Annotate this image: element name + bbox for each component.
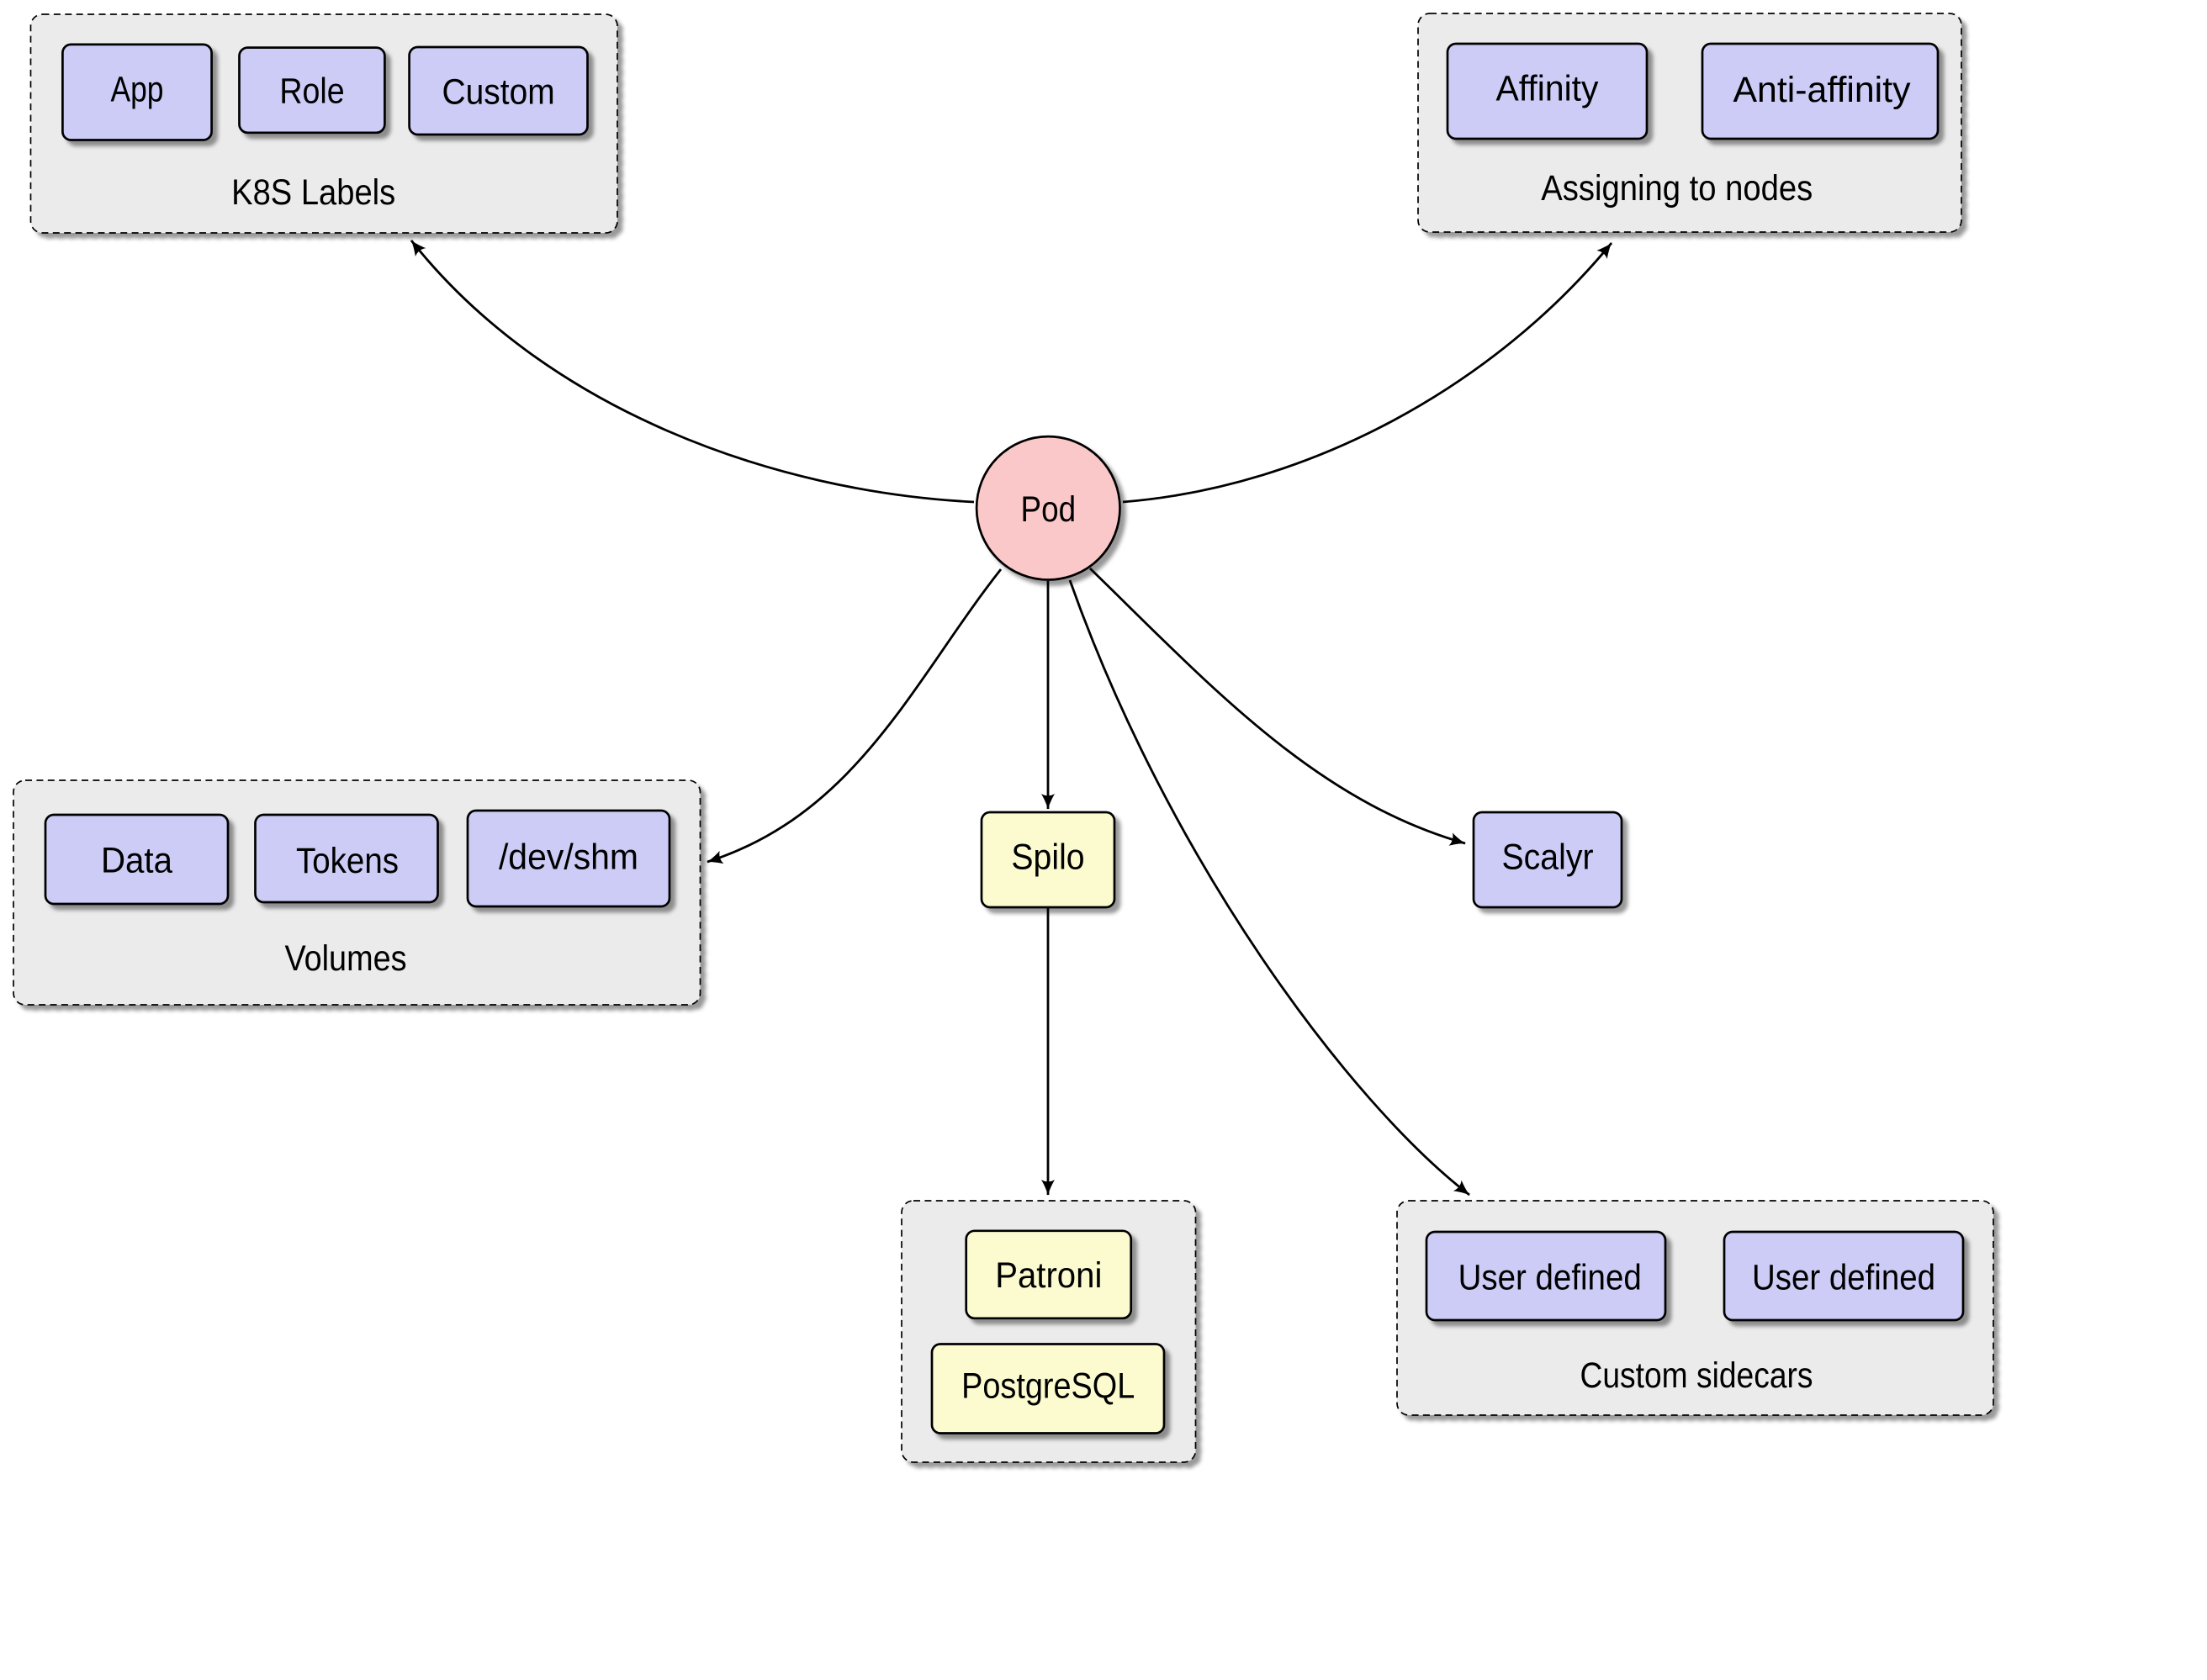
svg-text:Affinity: Affinity	[1496, 70, 1600, 109]
svg-text:Tokens: Tokens	[296, 842, 399, 881]
svg-text:Patroni: Patroni	[995, 1256, 1102, 1296]
svg-text:App: App	[111, 71, 164, 110]
svg-text:User defined: User defined	[1458, 1259, 1642, 1298]
svg-text:Anti-affinity: Anti-affinity	[1733, 71, 1912, 110]
svg-text:Data: Data	[101, 842, 172, 881]
svg-text:User defined: User defined	[1752, 1259, 1935, 1298]
svg-text:Pod: Pod	[1021, 490, 1077, 530]
svg-text:Spilo: Spilo	[1011, 838, 1084, 878]
svg-text:/dev/shm: /dev/shm	[499, 838, 638, 878]
svg-text:Role: Role	[279, 72, 344, 112]
svg-text:Volumes: Volumes	[285, 939, 407, 979]
svg-text:K8S Labels: K8S Labels	[231, 173, 395, 213]
svg-text:Assigning to nodes: Assigning to nodes	[1541, 169, 1813, 209]
svg-text:Scalyr: Scalyr	[1501, 838, 1593, 878]
svg-text:Custom sidecars: Custom sidecars	[1580, 1356, 1813, 1396]
svg-text:Custom: Custom	[442, 73, 555, 113]
svg-text:PostgreSQL: PostgreSQL	[961, 1366, 1135, 1406]
